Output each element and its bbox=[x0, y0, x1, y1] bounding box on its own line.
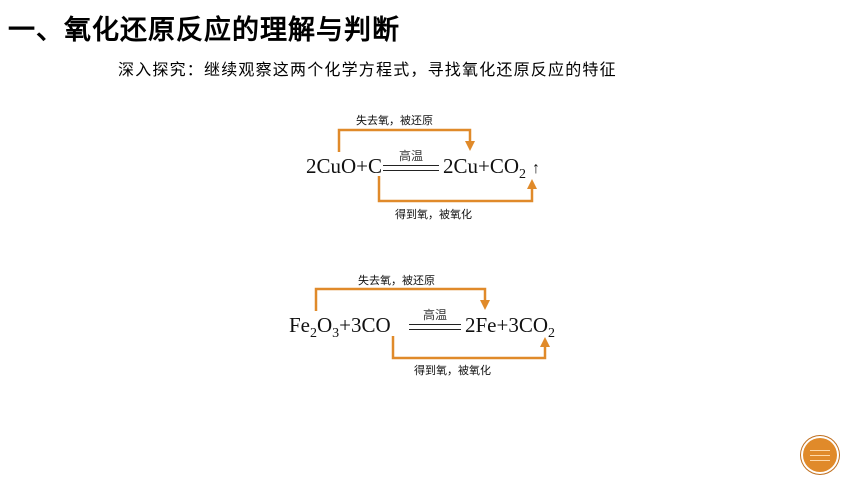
eq2-top-label: 失去氧，被还原 bbox=[358, 274, 435, 287]
eq2-subscript: 2 bbox=[548, 326, 556, 341]
eq2-fe: Fe bbox=[289, 313, 310, 337]
eq2-products: 2Fe+3CO bbox=[465, 313, 549, 337]
eq2-condition: 高温 bbox=[409, 306, 461, 330]
eq1-equals-sign bbox=[383, 165, 439, 171]
gas-arrow-icon: ↑ bbox=[532, 160, 541, 177]
eq2-co: +3CO bbox=[339, 313, 391, 337]
eq2-condition-text: 高温 bbox=[422, 308, 447, 322]
eq2-right-side: 2Fe+3CO2 bbox=[465, 313, 556, 341]
eq2-sub1: 2 bbox=[310, 326, 317, 341]
eq2-o: O bbox=[317, 313, 333, 337]
eq1-top-label: 失去氧，被还原 bbox=[356, 114, 433, 127]
eq1-reduction-arrow bbox=[337, 128, 475, 152]
eq1-left-side: 2CuO+C bbox=[306, 154, 383, 178]
eq2-oxidation-arrow bbox=[391, 336, 550, 360]
eq2-reduction-arrow bbox=[314, 287, 490, 311]
eq1-products: 2Cu+CO bbox=[443, 154, 520, 178]
eq2-bottom-label: 得到氧，被氧化 bbox=[414, 364, 491, 377]
eq1-condition: 高温 bbox=[383, 147, 439, 171]
eq2-left-side: Fe2O3+3CO bbox=[289, 313, 391, 341]
eq2-equals-sign bbox=[409, 324, 461, 330]
slide-badge-icon bbox=[803, 438, 837, 472]
eq1-right-side: 2Cu+CO2 ↑ bbox=[443, 154, 541, 182]
eq2-sub2: 3 bbox=[332, 326, 340, 341]
eq1-subscript: 2 bbox=[519, 167, 527, 182]
slide-title: 一、氧化还原反应的理解与判断 bbox=[8, 15, 400, 46]
eq1-bottom-label: 得到氧，被氧化 bbox=[395, 208, 472, 221]
eq1-condition-text: 高温 bbox=[398, 149, 423, 163]
eq1-oxidation-arrow bbox=[377, 176, 537, 203]
slide-subtitle: 深入探究：继续观察这两个化学方程式，寻找氧化还原反应的特征 bbox=[118, 60, 617, 79]
